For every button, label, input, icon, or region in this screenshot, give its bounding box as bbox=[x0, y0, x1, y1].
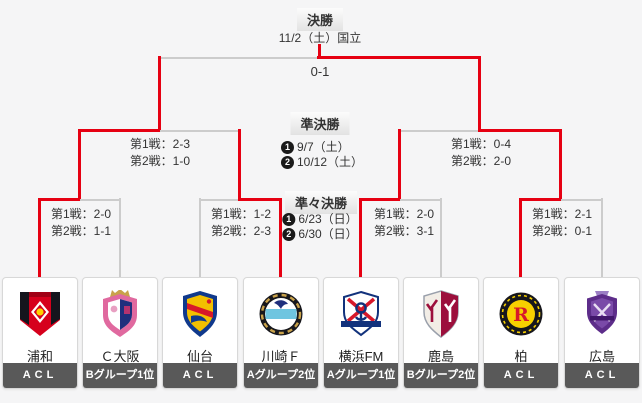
semifinal-1-leg1: 第1戦：2-3 bbox=[129, 137, 191, 151]
quarterfinal-3-scores: 第1戦：2-0 第2戦：3-1 bbox=[374, 206, 434, 240]
team-name: 仙台 bbox=[186, 349, 213, 364]
semifinal-2-leg2: 第2戦：2-0 bbox=[450, 154, 512, 168]
semifinal-date-2: 2 10/12（土） bbox=[280, 155, 364, 170]
quarterfinal-2-scores: 第1戦：1-2 第2戦：2-3 bbox=[211, 206, 271, 240]
team-logo-sendai bbox=[163, 278, 237, 344]
quarterfinal-date-2: 2 6/30（日） bbox=[282, 227, 358, 242]
bracket-line-sf2-right bbox=[478, 129, 562, 132]
leg2-number-icon: 2 bbox=[280, 156, 294, 169]
bracket-line-qf3-left bbox=[359, 198, 401, 201]
final-date: 11/2（土）国立 bbox=[278, 31, 362, 45]
team-name: 横浜FM bbox=[338, 349, 384, 364]
bracket-line-finalist-left bbox=[158, 56, 161, 132]
bracket-leg-cosaka bbox=[119, 198, 121, 277]
round-header-quarterfinal: 準々決勝 bbox=[284, 191, 358, 214]
leg1-number-icon: 1 bbox=[282, 213, 296, 226]
quarterfinal-dates: 1 6/23（日） 2 6/30（日） bbox=[282, 212, 358, 242]
team-name: Ｃ大阪 bbox=[100, 349, 140, 364]
bracket-line-qf2-left bbox=[199, 199, 239, 201]
team-logo-yokohamafm bbox=[324, 278, 398, 344]
bracket-line-sf1-right bbox=[160, 130, 240, 132]
team-name: 川崎Ｆ bbox=[261, 349, 301, 364]
quarterfinal-1-leg2: 第2戦：1-1 bbox=[50, 224, 112, 238]
semifinal-date-1-label: 9/7（土） bbox=[296, 140, 350, 154]
team-card-yokohamafm[interactable]: 横浜FM Aグループ1位 bbox=[323, 277, 399, 389]
bracket-line-finalist-right bbox=[478, 56, 481, 132]
bracket-leg-yokohama bbox=[359, 198, 362, 277]
svg-text:R: R bbox=[513, 304, 529, 326]
bracket-leg-hiroshima bbox=[601, 198, 603, 277]
team-logo-kashima bbox=[404, 278, 478, 344]
team-qualifier-badge: Bグループ1位 bbox=[83, 363, 157, 388]
team-logo-hiroshima bbox=[565, 278, 639, 344]
team-qualifier-badge: ACL bbox=[3, 363, 77, 388]
team-card-hiroshima[interactable]: 広島 ACL bbox=[564, 277, 640, 389]
bracket-leg-kashima bbox=[440, 198, 442, 277]
bracket-line-sf-leg-kawasaki bbox=[238, 129, 241, 201]
team-card-kawasakif[interactable]: 川崎Ｆ Aグループ2位 bbox=[243, 277, 319, 389]
semifinal-date-2-label: 10/12（土） bbox=[296, 155, 364, 169]
team-card-kashiwa[interactable]: R 柏 ACL bbox=[483, 277, 559, 389]
quarterfinal-4-scores: 第1戦：2-1 第2戦：0-1 bbox=[532, 206, 592, 240]
semifinal-1-scores: 第1戦：2-3 第2戦：1-0 bbox=[130, 136, 190, 170]
quarterfinal-2-leg1: 第1戦：1-2 bbox=[210, 207, 272, 221]
quarterfinal-date-1: 1 6/23（日） bbox=[282, 212, 358, 227]
semifinal-date-1: 1 9/7（土） bbox=[280, 140, 363, 155]
team-card-urawa[interactable]: 浦和 ACL bbox=[2, 277, 78, 389]
bracket-line-final-stub bbox=[318, 44, 321, 59]
bracket-leg-kawasaki bbox=[279, 198, 282, 277]
bracket-line-sf-leg-urawa bbox=[78, 129, 81, 201]
team-card-sendai[interactable]: 仙台 ACL bbox=[162, 277, 238, 389]
bracket-line-final-left bbox=[159, 57, 319, 59]
team-qualifier-badge: ACL bbox=[163, 363, 237, 388]
bracket-line-qf1-left bbox=[38, 198, 81, 201]
quarterfinal-3-leg1: 第1戦：2-0 bbox=[373, 207, 435, 221]
bracket-line-sf-leg-kashiwa bbox=[559, 129, 562, 201]
bracket-line-qf1-right bbox=[80, 199, 121, 201]
bracket-line-qf4-right bbox=[561, 199, 603, 201]
bracket-line-sf-leg-yokohama bbox=[398, 129, 401, 201]
bracket-leg-kashiwa bbox=[519, 198, 522, 277]
team-logo-urawa bbox=[3, 278, 77, 344]
final-score: 0-1 bbox=[310, 64, 330, 79]
team-qualifier-badge: ACL bbox=[484, 363, 558, 388]
team-name: 浦和 bbox=[26, 349, 53, 364]
team-card-kashima[interactable]: 鹿島 Bグループ2位 bbox=[403, 277, 479, 389]
semifinal-2-leg1: 第1戦：0-4 bbox=[450, 137, 512, 151]
team-name: 広島 bbox=[588, 349, 615, 364]
quarterfinal-4-leg1: 第1戦：2-1 bbox=[531, 207, 593, 221]
team-qualifier-badge: Bグループ2位 bbox=[404, 363, 478, 388]
quarterfinal-2-leg2: 第2戦：2-3 bbox=[210, 224, 272, 238]
team-logo-kawasakif bbox=[244, 278, 318, 344]
semifinal-2-scores: 第1戦：0-4 第2戦：2-0 bbox=[451, 136, 511, 170]
bracket-line-qf4-left bbox=[519, 198, 562, 201]
quarterfinal-1-leg1: 第1戦：2-0 bbox=[50, 207, 112, 221]
quarterfinal-date-1-label: 6/23（日） bbox=[298, 212, 358, 226]
bracket-line-sf1-left bbox=[78, 129, 161, 132]
team-name: 柏 bbox=[514, 349, 528, 364]
quarterfinal-3-leg2: 第2戦：3-1 bbox=[373, 224, 435, 238]
semifinal-dates: 1 9/7（土） 2 10/12（土） bbox=[280, 140, 364, 170]
semifinal-1-leg2: 第2戦：1-0 bbox=[129, 154, 191, 168]
team-qualifier-badge: ACL bbox=[565, 363, 639, 388]
leg2-number-icon: 2 bbox=[282, 228, 296, 241]
round-header-semifinal: 準決勝 bbox=[290, 112, 350, 135]
bracket-line-sf2-left bbox=[399, 130, 479, 132]
quarterfinal-1-scores: 第1戦：2-0 第2戦：1-1 bbox=[51, 206, 111, 240]
bracket-leg-sendai bbox=[199, 198, 201, 277]
team-card-cosaka[interactable]: Ｃ大阪 Bグループ1位 bbox=[82, 277, 158, 389]
bracket-line-qf2-right bbox=[238, 198, 282, 201]
bracket-line-final-right bbox=[317, 56, 481, 59]
round-header-final: 決勝 bbox=[296, 8, 344, 31]
team-qualifier-badge: Aグループ1位 bbox=[324, 363, 398, 388]
team-name: 鹿島 bbox=[427, 349, 454, 364]
team-logo-kashiwa: R bbox=[484, 278, 558, 344]
team-qualifier-badge: Aグループ2位 bbox=[244, 363, 318, 388]
quarterfinal-date-2-label: 6/30（日） bbox=[298, 227, 358, 241]
bracket-leg-urawa bbox=[38, 198, 41, 277]
leg1-number-icon: 1 bbox=[280, 141, 294, 154]
team-logo-cosaka bbox=[83, 278, 157, 344]
quarterfinal-4-leg2: 第2戦：0-1 bbox=[531, 224, 593, 238]
bracket-line-qf3-right bbox=[400, 199, 442, 201]
